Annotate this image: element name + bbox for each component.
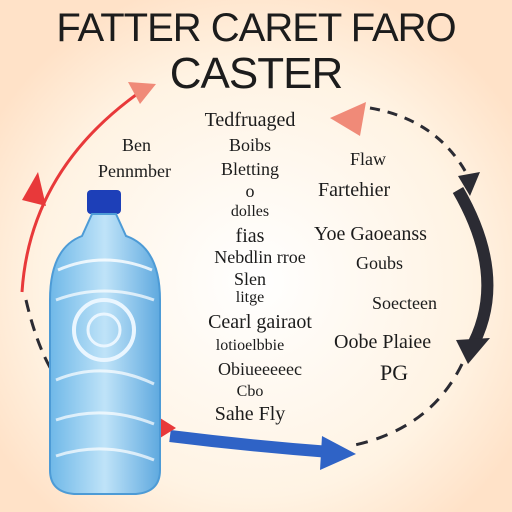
cycle-arrow-icon [330, 102, 366, 136]
center-label-1: Boibs [228, 135, 271, 155]
cycle-arrow-icon [452, 187, 494, 353]
center-label-11: Obiueeeeec [218, 359, 302, 379]
cycle-arrow-icon [22, 172, 46, 206]
right-label-2: Yoe Gaoeanss [314, 223, 427, 245]
center-label-0: Tedfruaged [204, 109, 296, 131]
cycle-arrow-icon [456, 338, 490, 364]
cycle-arrow-icon [349, 363, 464, 448]
cycle-arrow-icon [160, 418, 176, 438]
right-label-1: Fartehier [318, 179, 391, 201]
right-label-4: Soecteen [372, 293, 437, 313]
center-label-13: Sahe Fly [214, 403, 286, 425]
center-label-6: Nebdlin rroe [214, 247, 306, 267]
right-label-5: Oobe Plaiee [334, 331, 432, 353]
water-bottle-icon [49, 190, 161, 495]
center-label-10: lotioelbbie [215, 337, 285, 354]
left-label-1: Pennmber [98, 161, 171, 181]
center-label-2: Bletting [221, 159, 279, 179]
cycle-arrow-icon [369, 106, 472, 181]
center-label-4: dolles [230, 203, 270, 220]
right-label-0: Flaw [350, 149, 386, 169]
left-label-0: Ben [122, 135, 151, 155]
center-label-7: Slen [233, 269, 266, 289]
cycle-arrow-icon [458, 172, 480, 196]
cycle-arrow-icon [320, 436, 356, 470]
cycle-arrow-icon [128, 82, 156, 104]
center-label-9: Cearl gairaot [208, 311, 312, 333]
title-line-2: CASTER [169, 49, 343, 98]
center-label-3: o [245, 181, 255, 201]
center-label-12: Cbo [236, 383, 264, 400]
cycle-arrow-icon [169, 430, 331, 458]
center-label-5: fias [235, 225, 265, 247]
cycle-arrow-icon [20, 90, 141, 293]
right-label-3: Goubs [356, 253, 404, 273]
center-label-8: litge [235, 289, 265, 306]
right-label-6: PG [380, 360, 409, 385]
title-line-1: FATTER CARET FARO [56, 6, 456, 50]
